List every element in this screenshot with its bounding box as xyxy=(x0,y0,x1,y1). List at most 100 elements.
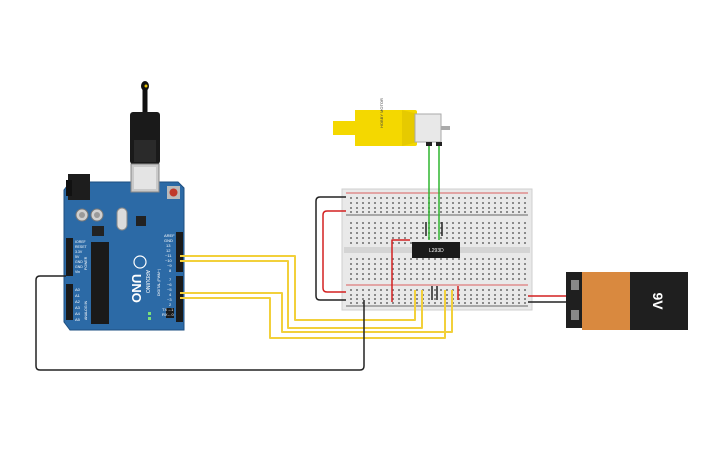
breadboard-hole[interactable] xyxy=(398,289,400,291)
breadboard-hole[interactable] xyxy=(386,197,388,199)
breadboard-hole[interactable] xyxy=(416,273,418,275)
breadboard-hole[interactable] xyxy=(464,294,466,296)
breadboard-hole[interactable] xyxy=(470,294,472,296)
breadboard-hole[interactable] xyxy=(434,237,436,239)
breadboard-hole[interactable] xyxy=(404,197,406,199)
breadboard-hole[interactable] xyxy=(488,302,490,304)
breadboard-hole[interactable] xyxy=(518,242,520,244)
breadboard-hole[interactable] xyxy=(506,237,508,239)
breadboard-hole[interactable] xyxy=(494,237,496,239)
breadboard-hole[interactable] xyxy=(368,232,370,234)
breadboard-hole[interactable] xyxy=(386,278,388,280)
breadboard-hole[interactable] xyxy=(434,302,436,304)
breadboard-hole[interactable] xyxy=(356,242,358,244)
breadboard-hole[interactable] xyxy=(368,197,370,199)
breadboard-hole[interactable] xyxy=(440,263,442,265)
breadboard-hole[interactable] xyxy=(356,273,358,275)
breadboard-hole[interactable] xyxy=(524,237,526,239)
breadboard-hole[interactable] xyxy=(476,278,478,280)
breadboard-hole[interactable] xyxy=(404,298,406,300)
breadboard-hole[interactable] xyxy=(440,222,442,224)
breadboard-hole[interactable] xyxy=(476,258,478,260)
breadboard-hole[interactable] xyxy=(476,237,478,239)
breadboard-hole[interactable] xyxy=(380,211,382,213)
breadboard-hole[interactable] xyxy=(380,268,382,270)
breadboard-hole[interactable] xyxy=(458,222,460,224)
breadboard-hole[interactable] xyxy=(524,302,526,304)
breadboard-hole[interactable] xyxy=(512,242,514,244)
breadboard-hole[interactable] xyxy=(440,298,442,300)
breadboard-hole[interactable] xyxy=(398,258,400,260)
breadboard-hole[interactable] xyxy=(350,242,352,244)
breadboard-hole[interactable] xyxy=(518,263,520,265)
breadboard-hole[interactable] xyxy=(500,302,502,304)
breadboard-hole[interactable] xyxy=(368,263,370,265)
breadboard-hole[interactable] xyxy=(524,197,526,199)
breadboard-hole[interactable] xyxy=(470,227,472,229)
breadboard-hole[interactable] xyxy=(410,207,412,209)
breadboard-hole[interactable] xyxy=(356,302,358,304)
breadboard-hole[interactable] xyxy=(440,258,442,260)
breadboard-hole[interactable] xyxy=(470,278,472,280)
breadboard-hole[interactable] xyxy=(446,227,448,229)
breadboard-hole[interactable] xyxy=(410,202,412,204)
breadboard-hole[interactable] xyxy=(524,232,526,234)
breadboard-hole[interactable] xyxy=(398,227,400,229)
breadboard-hole[interactable] xyxy=(494,273,496,275)
breadboard-hole[interactable] xyxy=(380,258,382,260)
breadboard-hole[interactable] xyxy=(446,232,448,234)
breadboard-hole[interactable] xyxy=(392,207,394,209)
breadboard-hole[interactable] xyxy=(422,197,424,199)
breadboard-hole[interactable] xyxy=(518,197,520,199)
breadboard-hole[interactable] xyxy=(386,202,388,204)
breadboard-hole[interactable] xyxy=(356,298,358,300)
breadboard-hole[interactable] xyxy=(380,222,382,224)
breadboard-hole[interactable] xyxy=(416,302,418,304)
breadboard-hole[interactable] xyxy=(458,197,460,199)
breadboard-hole[interactable] xyxy=(410,294,412,296)
breadboard-hole[interactable] xyxy=(374,207,376,209)
breadboard-hole[interactable] xyxy=(494,268,496,270)
breadboard-hole[interactable] xyxy=(362,294,364,296)
breadboard-hole[interactable] xyxy=(488,268,490,270)
breadboard-hole[interactable] xyxy=(518,302,520,304)
breadboard-hole[interactable] xyxy=(458,298,460,300)
breadboard-hole[interactable] xyxy=(488,197,490,199)
breadboard-hole[interactable] xyxy=(488,202,490,204)
breadboard-hole[interactable] xyxy=(464,211,466,213)
breadboard-hole[interactable] xyxy=(404,207,406,209)
breadboard-hole[interactable] xyxy=(512,263,514,265)
breadboard-hole[interactable] xyxy=(494,232,496,234)
breadboard-hole[interactable] xyxy=(488,294,490,296)
breadboard-hole[interactable] xyxy=(518,202,520,204)
breadboard-hole[interactable] xyxy=(452,237,454,239)
breadboard-hole[interactable] xyxy=(512,273,514,275)
breadboard-hole[interactable] xyxy=(476,211,478,213)
breadboard-hole[interactable] xyxy=(368,207,370,209)
breadboard-hole[interactable] xyxy=(404,302,406,304)
breadboard-hole[interactable] xyxy=(410,268,412,270)
breadboard-hole[interactable] xyxy=(518,227,520,229)
breadboard-hole[interactable] xyxy=(476,242,478,244)
breadboard-hole[interactable] xyxy=(410,302,412,304)
breadboard-hole[interactable] xyxy=(410,298,412,300)
breadboard-hole[interactable] xyxy=(350,258,352,260)
breadboard-hole[interactable] xyxy=(518,237,520,239)
breadboard-hole[interactable] xyxy=(404,263,406,265)
breadboard-hole[interactable] xyxy=(512,207,514,209)
breadboard-hole[interactable] xyxy=(524,202,526,204)
breadboard-hole[interactable] xyxy=(350,207,352,209)
breadboard-hole[interactable] xyxy=(392,278,394,280)
breadboard-hole[interactable] xyxy=(434,273,436,275)
breadboard-hole[interactable] xyxy=(506,197,508,199)
breadboard-hole[interactable] xyxy=(422,222,424,224)
breadboard-hole[interactable] xyxy=(482,273,484,275)
breadboard-hole[interactable] xyxy=(398,268,400,270)
breadboard-hole[interactable] xyxy=(494,302,496,304)
breadboard-hole[interactable] xyxy=(464,237,466,239)
breadboard-hole[interactable] xyxy=(434,227,436,229)
breadboard-hole[interactable] xyxy=(524,242,526,244)
breadboard-hole[interactable] xyxy=(470,263,472,265)
breadboard-hole[interactable] xyxy=(386,211,388,213)
breadboard-hole[interactable] xyxy=(434,207,436,209)
